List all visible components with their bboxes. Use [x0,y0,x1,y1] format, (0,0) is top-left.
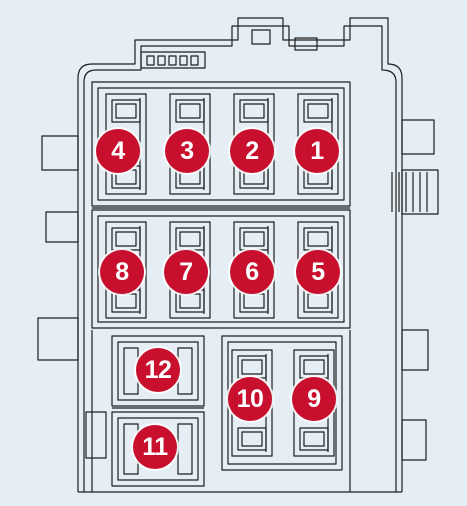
left-lug [41,135,79,171]
fuse-marker-10: 10 [228,377,272,421]
connector-pin [146,55,155,66]
left-lug [45,211,79,243]
right-lug [401,419,427,461]
socket-12-inner [117,341,199,401]
fuse-marker-5: 5 [296,250,340,294]
connector-pin [168,55,177,66]
right-lug [401,119,435,155]
connector-pin [179,55,188,66]
fuse-contact-top [303,359,325,375]
fuse-contact-top [307,231,329,247]
fuse-marker-11: 11 [133,425,177,469]
fuse-marker-12: 12 [136,348,180,392]
middle-fuse-block-inner [97,215,345,323]
fuse-contact-top [307,103,329,119]
lower-fuse-block [221,335,343,471]
fuse-contact-bottom [303,431,325,447]
socket-11-frame [111,411,205,487]
socket-11-inner [117,417,199,481]
fuse-marker-9: 9 [292,377,336,421]
socket-12-latch [177,347,193,395]
fuse-marker-3: 3 [165,129,209,173]
fuse-contact-top [115,231,137,247]
fuse-marker-1: 1 [295,129,339,173]
fuse-contact-bottom [115,293,137,309]
fuse-contact-top [115,103,137,119]
connector-pin [190,55,199,66]
fuse-contact-top [241,359,263,375]
socket-12-frame [111,335,205,407]
middle-fuse-block [91,209,351,329]
fuse-contact-top [243,231,265,247]
upper-fuse-block [91,81,351,207]
socket-11-latch [177,423,193,475]
fuse-contact-bottom [243,293,265,309]
top-clip [294,37,318,51]
fuse-contact-bottom [179,293,201,309]
fuse-contact-top [243,103,265,119]
fuse-marker-8: 8 [100,250,144,294]
connector-pin [157,55,166,66]
fuse-contact-bottom [241,431,263,447]
top-connector [140,51,206,69]
right-lug [401,169,439,215]
fuse-contact-bottom [307,293,329,309]
fuse-contact-top [179,103,201,119]
left-lug [37,317,79,361]
fuse-marker-6: 6 [230,250,274,294]
housing-outline [77,17,403,492]
fuse-marker-2: 2 [230,129,274,173]
fuse-marker-7: 7 [164,250,208,294]
housing-inner-outline [83,25,397,492]
top-clip [251,29,271,45]
fuse-marker-4: 4 [96,129,140,173]
right-lug [401,329,429,371]
fuse-contact-top [179,231,201,247]
lower-left-clip [85,411,107,459]
